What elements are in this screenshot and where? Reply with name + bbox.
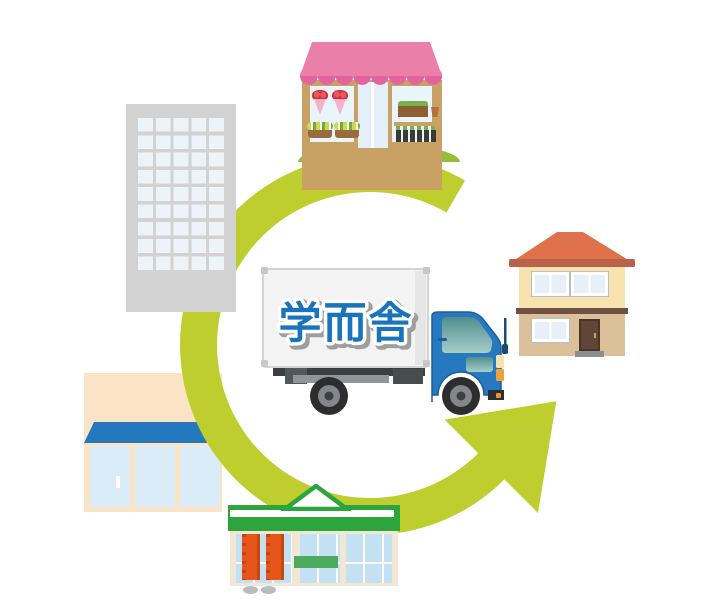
flower-bouquet: [312, 90, 328, 116]
house-window: [532, 319, 569, 342]
truck-logo-shadow: 学而舎: [282, 302, 417, 352]
corner-shop-window: [90, 446, 130, 507]
corner-shop-awning: [84, 422, 232, 443]
flower-shop-door: [358, 82, 388, 148]
truck-fuel-tank: [393, 369, 423, 384]
signage-white-stripe: [230, 510, 394, 517]
store-gable-sign: [281, 484, 351, 511]
vending-machine-foot: [261, 586, 276, 594]
awning-canopy: [300, 42, 442, 76]
door-step: [575, 351, 604, 357]
headlight-upper: [496, 355, 504, 368]
corner-shop-window: [180, 446, 220, 507]
window-sheen: [116, 476, 120, 488]
cab-windshield: [442, 317, 493, 353]
red-blooms: [312, 90, 328, 101]
seedling-sprouts: [396, 126, 438, 130]
flower-bouquet: [332, 90, 348, 116]
bouquet-wrap: [314, 99, 326, 115]
front-wheel: [442, 377, 480, 415]
truck-side-rail: [293, 375, 389, 383]
headlight-lower: [496, 369, 504, 381]
mirror-arm: [504, 318, 507, 346]
office-building: [126, 104, 236, 312]
planter-flowers: [307, 122, 333, 130]
planter-box: [334, 122, 360, 138]
bouquet-wrap: [334, 99, 346, 115]
truck-logo-text: 学而舎: [279, 299, 414, 349]
cab-side-window: [466, 357, 493, 372]
roof-eave: [509, 259, 635, 267]
terracotta-pot: [431, 107, 439, 117]
vending-machine: [242, 534, 260, 580]
house-door: [579, 319, 600, 351]
house-window: [532, 272, 569, 296]
store-shelf-band: [294, 556, 338, 568]
bumper-marker-light: [496, 393, 501, 398]
cargo-box-corner-caps: [261, 267, 430, 367]
small-pots-row: [396, 130, 438, 142]
plant-stand: [394, 98, 440, 146]
convenience-store: [226, 484, 402, 600]
awning-shape: [84, 422, 232, 443]
cab-door-handle: [438, 338, 447, 341]
roof-shape: [513, 232, 630, 261]
door-knob: [594, 333, 596, 338]
house-window: [571, 272, 608, 296]
red-blooms: [332, 90, 348, 101]
planter-box: [307, 122, 333, 138]
flower-shop-awning: [300, 42, 443, 85]
side-mirror: [502, 344, 508, 354]
truck-cargo-box: [262, 268, 429, 368]
stand-shelf: [394, 122, 440, 126]
flower-shop: [288, 38, 464, 190]
vending-machine-foot: [243, 586, 258, 594]
delivery-truck: 学而舎 学而舎: [261, 267, 508, 415]
plant-leaves: [398, 101, 428, 107]
rear-wheel: [310, 377, 348, 415]
store-window-right: [346, 534, 392, 583]
planter-flowers: [334, 122, 360, 130]
plant-shelf-box: [398, 106, 428, 117]
planter-container: [335, 130, 359, 138]
house-floor-band: [516, 308, 628, 314]
office-window-grid: [138, 118, 224, 270]
planter-container: [308, 130, 332, 138]
cargo-box-shade: [415, 271, 426, 365]
gable-triangle: [281, 484, 351, 511]
truck-chassis: [273, 365, 425, 376]
house: [505, 228, 657, 358]
corner-shop-window: [135, 446, 175, 507]
vending-machine: [266, 534, 284, 580]
house-roof: [509, 232, 635, 267]
